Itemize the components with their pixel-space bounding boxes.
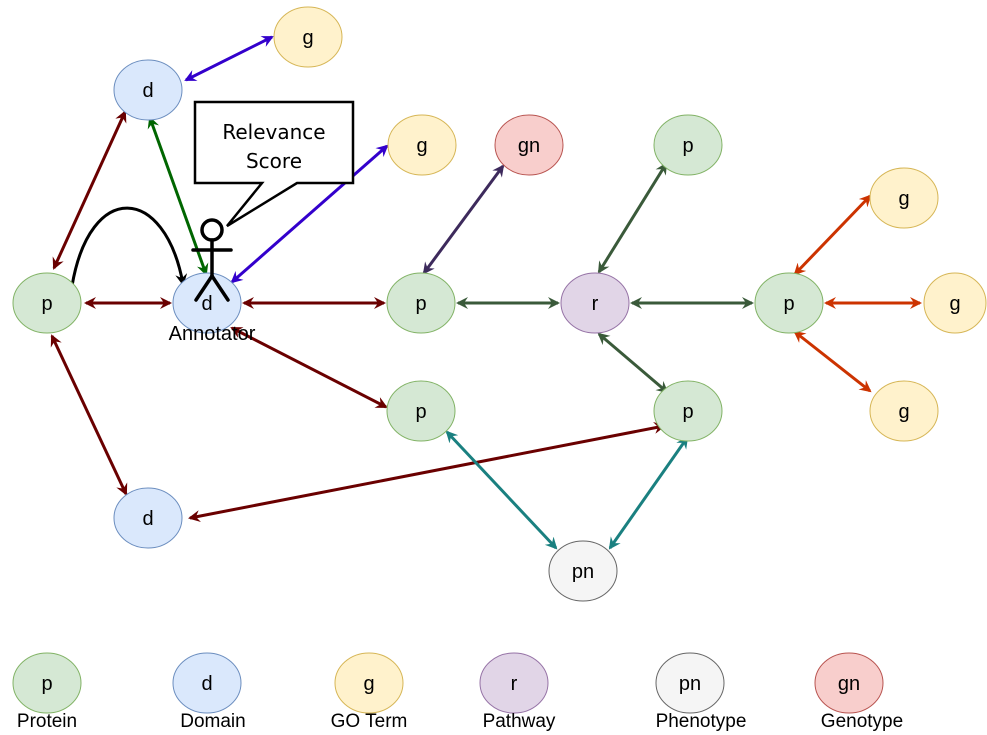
legend-symbol: d: [201, 673, 212, 695]
edge-plowerright-pn: [608, 436, 689, 550]
legend-item-protein: p Protein: [12, 652, 82, 732]
node-label: p: [783, 293, 794, 315]
edge-dcenter-plowermid: [230, 326, 388, 409]
node-protein-top-right[interactable]: p: [653, 114, 723, 176]
node-label: g: [898, 188, 909, 210]
node-label: p: [415, 293, 426, 315]
node-label: p: [415, 401, 426, 423]
node-label: p: [682, 401, 693, 423]
node-label: g: [949, 293, 960, 315]
legend-item-domain: d Domain: [172, 652, 246, 732]
node-pathway[interactable]: r: [560, 272, 630, 334]
annotator-actor: [191, 218, 233, 302]
edge-dbottom-plowerright: [188, 422, 666, 522]
legend-item-genotype: gn Genotype: [814, 652, 903, 732]
edge-pright-grightbottom: [793, 330, 872, 393]
node-label: d: [142, 80, 153, 102]
legend-symbol: pn: [679, 673, 701, 695]
legend-symbol: g: [363, 673, 374, 695]
node-protein-right[interactable]: p: [754, 272, 824, 334]
edge-dtop-gtop: [184, 35, 274, 82]
node-go-top[interactable]: g: [273, 6, 343, 68]
node-label: p: [682, 135, 693, 157]
legend-label: GO Term: [331, 711, 408, 732]
legend-label: Protein: [17, 711, 77, 732]
legend: p Protein d Domain g GO Term r Pathway p…: [12, 652, 903, 732]
node-domain-top[interactable]: d: [113, 59, 183, 121]
node-label: g: [416, 135, 427, 157]
node-genotype[interactable]: gn: [494, 114, 564, 176]
edge-r-plowerright: [597, 332, 669, 394]
node-go-right-bottom[interactable]: g: [869, 380, 939, 442]
relevance-score-callout: Relevance Score: [193, 100, 355, 228]
node-label: r: [592, 293, 599, 315]
edge-pleft-dtop: [52, 110, 127, 270]
node-protein-lower-right[interactable]: p: [653, 380, 723, 442]
legend-label: Domain: [180, 711, 245, 732]
edge-dcenter-gmid: [230, 144, 389, 284]
node-go-right-top[interactable]: g: [869, 167, 939, 229]
edge-plowermid-pn: [445, 430, 558, 550]
legend-symbol: p: [41, 673, 52, 695]
edges: [50, 35, 922, 550]
edge-r-ptopright: [597, 162, 668, 274]
node-label: d: [201, 293, 212, 315]
legend-symbol: gn: [838, 673, 860, 695]
node-label: pn: [572, 561, 594, 583]
node-label: g: [302, 27, 313, 49]
node-domain-center[interactable]: d: [172, 272, 242, 334]
annotator-label: Annotator: [169, 323, 256, 345]
legend-label: Genotype: [821, 711, 903, 732]
callout-line-1: Relevance: [222, 120, 325, 144]
node-protein-mid[interactable]: p: [386, 272, 456, 334]
edge-pright-grighttop: [793, 194, 872, 276]
node-label: g: [898, 401, 909, 423]
legend-item-go-term: g GO Term: [331, 652, 408, 732]
node-label: p: [41, 293, 52, 315]
legend-label: Pathway: [483, 711, 556, 732]
node-label: gn: [518, 135, 540, 157]
edge-dtop-dcenter: [147, 116, 209, 276]
nodes: p d d d g g gn p: [12, 6, 987, 602]
node-go-right-mid[interactable]: g: [923, 272, 987, 334]
node-go-mid[interactable]: g: [387, 114, 457, 176]
callout-line-2: Score: [246, 149, 302, 173]
edge-pleft-dbottom: [50, 334, 128, 496]
legend-item-pathway: r Pathway: [479, 652, 556, 732]
node-domain-bottom[interactable]: d: [113, 487, 183, 549]
node-protein-lower-mid[interactable]: p: [386, 380, 456, 442]
node-phenotype[interactable]: pn: [548, 540, 618, 602]
node-protein-left[interactable]: p: [12, 272, 82, 334]
legend-label: Phenotype: [656, 711, 747, 732]
node-label: d: [142, 508, 153, 530]
legend-item-phenotype: pn Phenotype: [655, 652, 747, 732]
edge-pmid-gn: [422, 164, 505, 275]
legend-symbol: r: [511, 673, 518, 695]
edge-annotator-curve: [70, 206, 188, 287]
